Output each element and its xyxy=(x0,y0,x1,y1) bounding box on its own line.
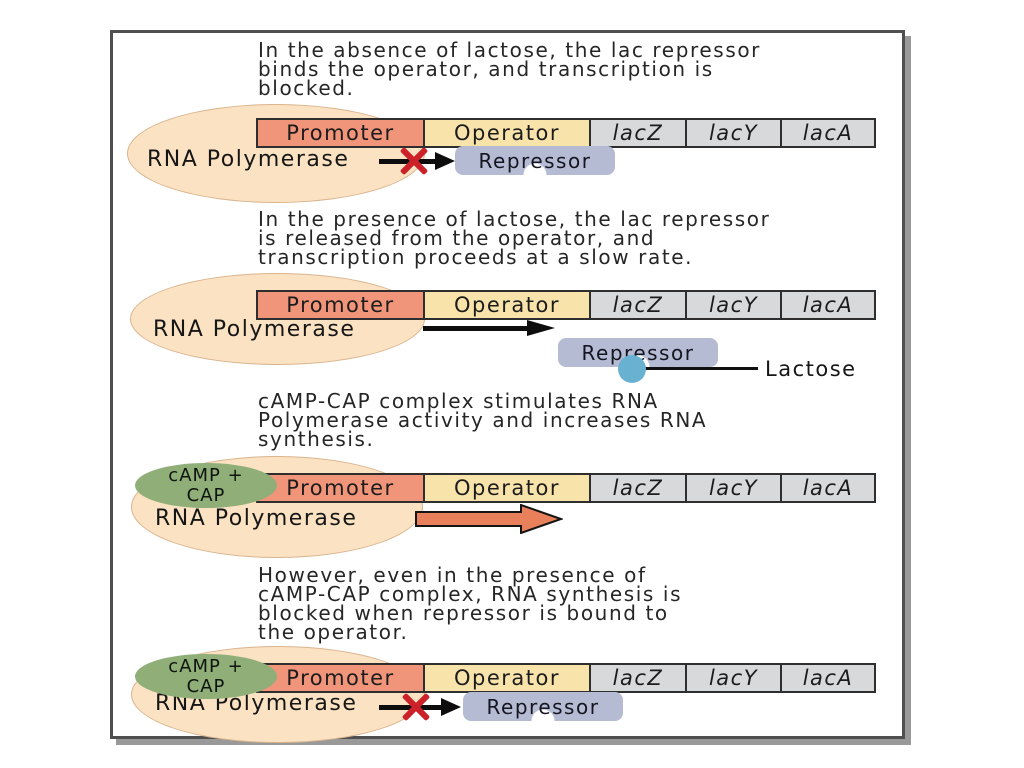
panel1-caption: In the absence of lactose, the lac repre… xyxy=(258,38,761,100)
transcription-arrow-head xyxy=(441,698,461,716)
lacZ-box: lacZ xyxy=(589,290,687,320)
operator-box: Operator xyxy=(423,290,591,320)
rna-synthesis-block-arrow xyxy=(415,504,563,534)
promoter-box: Promoter xyxy=(256,473,425,503)
transcription-arrow-head xyxy=(527,320,555,336)
lacZ-box: lacZ xyxy=(589,663,687,693)
gene-row: Promoter Operator lacZ lacY lacA xyxy=(256,663,876,693)
lacY-box: lacY xyxy=(685,663,782,693)
figure-frame: In the absence of lactose, the lac repre… xyxy=(110,30,905,743)
promoter-box: Promoter xyxy=(256,118,425,148)
promoter-box: Promoter xyxy=(256,290,425,320)
rna-polymerase-label: RNA Polymerase xyxy=(153,317,356,342)
gene-row: Promoter Operator lacZ lacY lacA xyxy=(256,290,876,320)
transcription-arrow-head xyxy=(435,152,455,170)
lacA-box: lacA xyxy=(780,663,876,693)
camp-cap-complex: cAMP + CAP xyxy=(135,463,277,508)
lactose-pointer-line xyxy=(640,367,758,370)
lacY-box: lacY xyxy=(685,118,782,148)
lacA-box: lacA xyxy=(780,118,876,148)
lacZ-box: lacZ xyxy=(589,473,687,503)
transcription-arrow-line xyxy=(423,326,527,331)
lacA-box: lacA xyxy=(780,290,876,320)
gene-row: Promoter Operator lacZ lacY lacA xyxy=(256,473,876,503)
operator-box: Operator xyxy=(423,118,591,148)
lacY-box: lacY xyxy=(685,473,782,503)
lactose-label: Lactose xyxy=(765,357,857,381)
rna-polymerase-label: RNA Polymerase xyxy=(155,506,358,531)
lacA-box: lacA xyxy=(780,473,876,503)
lactose-molecule xyxy=(618,355,646,383)
lacY-box: lacY xyxy=(685,290,782,320)
transcription-arrow-line xyxy=(379,159,435,164)
panel2-caption: In the presence of lactose, the lac repr… xyxy=(258,207,771,269)
camp-cap-complex: cAMP + CAP xyxy=(135,654,277,699)
operator-box: Operator xyxy=(423,473,591,503)
gene-row: Promoter Operator lacZ lacY lacA xyxy=(256,118,876,148)
lacZ-box: lacZ xyxy=(589,118,687,148)
panel3-caption: cAMP-CAP complex stimulates RNA Polymera… xyxy=(258,389,708,451)
repressor-box: Repressor xyxy=(455,146,615,175)
operator-box: Operator xyxy=(423,663,591,693)
rna-polymerase-label: RNA Polymerase xyxy=(147,147,350,172)
block-arrow-shape xyxy=(415,504,563,534)
promoter-box: Promoter xyxy=(256,663,425,693)
repressor-box: Repressor xyxy=(463,692,623,721)
panel4-caption: However, even in the presence of cAMP-CA… xyxy=(258,563,683,644)
